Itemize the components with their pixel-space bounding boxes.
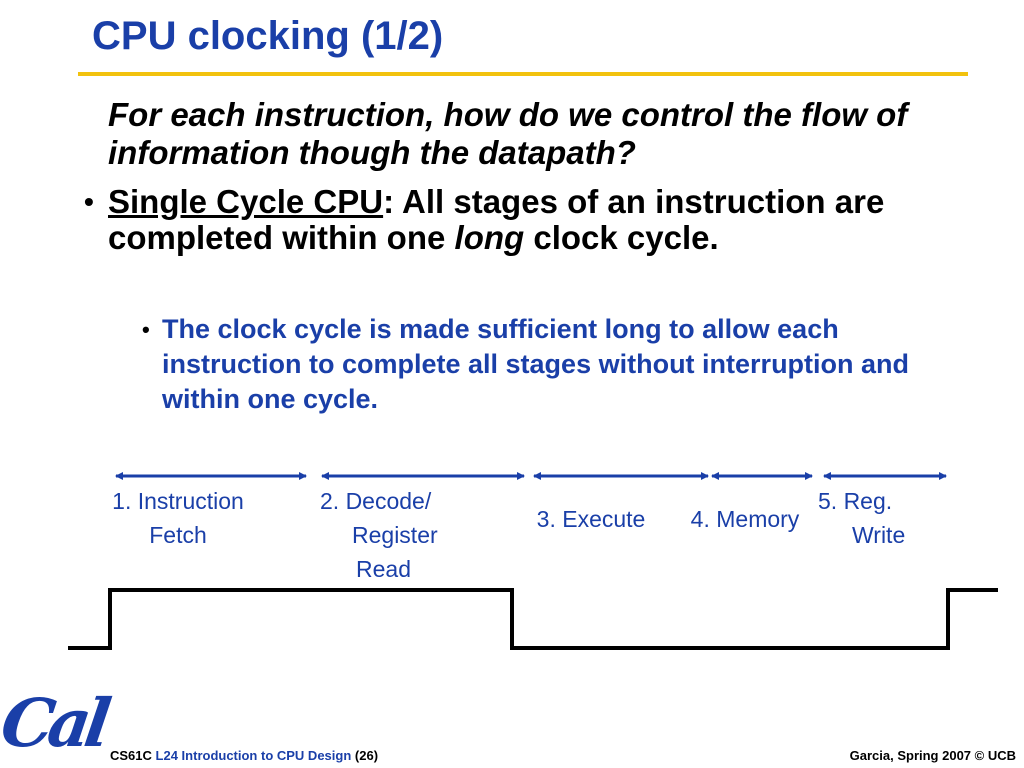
stage-label: Fetch	[149, 522, 207, 548]
footer-slide-number: (26)	[354, 748, 379, 763]
bullet-text-part: clock cycle.	[524, 219, 719, 256]
sub-bullet-text: The clock cycle is made sufficient long …	[162, 314, 910, 414]
footer-credit: Garcia, Spring 2007 © UCB	[849, 748, 1016, 763]
stage-execute: 3. Execute	[518, 502, 664, 536]
sub-bullet-clock-cycle: • The clock cycle is made sufficient lon…	[142, 312, 962, 417]
cal-logo: Cal	[0, 684, 110, 762]
intro-question: For each instruction, how do we control …	[108, 96, 908, 171]
bullet-single-cycle: • Single Cycle CPU: All stages of an ins…	[84, 184, 964, 256]
stage-label: 1. Instruction	[112, 488, 244, 514]
title-divider	[78, 72, 968, 76]
emphasis-long: long	[454, 219, 525, 256]
stage-register-write: 5. Reg. Write	[812, 484, 932, 552]
stage-memory: 4. Memory	[674, 502, 816, 536]
footer-course: CS61C	[110, 748, 152, 763]
stage-label: 5. Reg.	[818, 488, 893, 514]
clock-waveform	[68, 588, 998, 650]
stage-label: 3. Execute	[536, 506, 646, 532]
sub-bullet-marker: •	[142, 317, 150, 342]
bullet-marker: •	[84, 186, 94, 217]
stage-label: 2. Decode/	[320, 488, 432, 514]
stage-label: Read	[356, 556, 411, 582]
bullet-text-part: : All stages of an instruction are compl…	[108, 183, 885, 256]
footer-course-info: CS61C L24 Introduction to CPU Design (26…	[110, 748, 378, 763]
bullet-text: Single Cycle CPU: All stages of an instr…	[108, 184, 964, 256]
stage-label: Register	[352, 522, 438, 548]
stage-label: Write	[852, 522, 906, 548]
stage-label: 4. Memory	[690, 506, 800, 532]
term-single-cycle-cpu: Single Cycle CPU	[108, 183, 384, 220]
stage-instruction-fetch: 1. Instruction Fetch	[92, 484, 264, 552]
stage-decode-register-read: 2. Decode/ Register Read	[318, 484, 492, 586]
slide-title: CPU clocking (1/2)	[92, 14, 444, 58]
footer-lecture: L24 Introduction to CPU Design	[155, 748, 352, 763]
